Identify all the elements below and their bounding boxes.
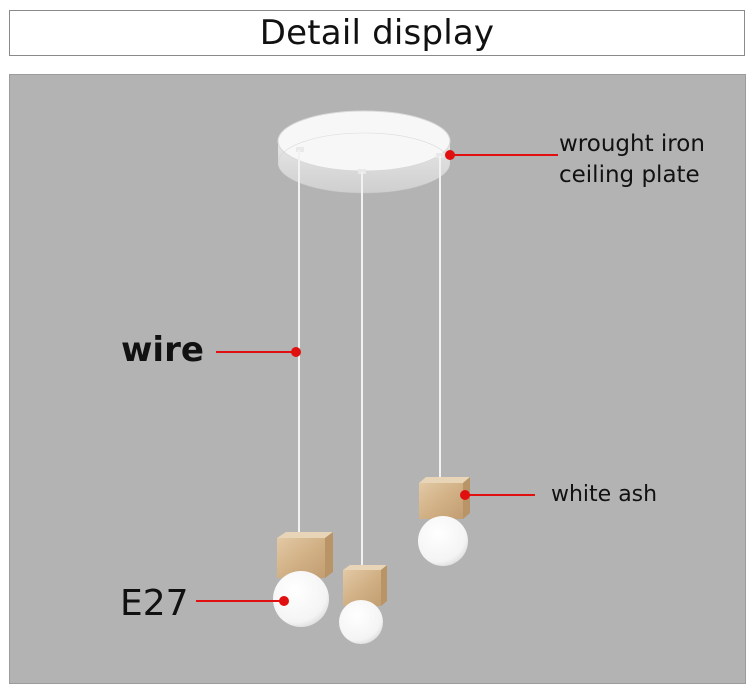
product-image-panel: wrought iron ceiling plate wire white as… [9, 74, 746, 684]
pendant-left [273, 532, 333, 627]
callout-e27: E27 [120, 583, 189, 624]
ceiling-plate [277, 110, 451, 194]
pendant-right [418, 477, 470, 566]
callout-pointers [196, 150, 558, 606]
callout-ceiling-plate-line1: wrought iron [559, 131, 705, 157]
header-box: Detail display [9, 10, 745, 56]
wires [298, 150, 441, 568]
pointer-dot-ash [460, 490, 470, 500]
callout-white-ash: white ash [551, 482, 658, 507]
pointer-dot-plate [445, 150, 455, 160]
callout-ceiling-plate: wrought iron ceiling plate [559, 129, 705, 191]
pendant-middle [339, 565, 387, 644]
pointer-dot-e27 [279, 596, 289, 606]
page-title: Detail display [259, 13, 495, 53]
callout-ceiling-plate-line2: ceiling plate [559, 162, 700, 188]
pendant-lamp-illustration [196, 110, 558, 644]
callout-wire: wire [121, 330, 204, 370]
pointer-dot-wire [291, 347, 301, 357]
